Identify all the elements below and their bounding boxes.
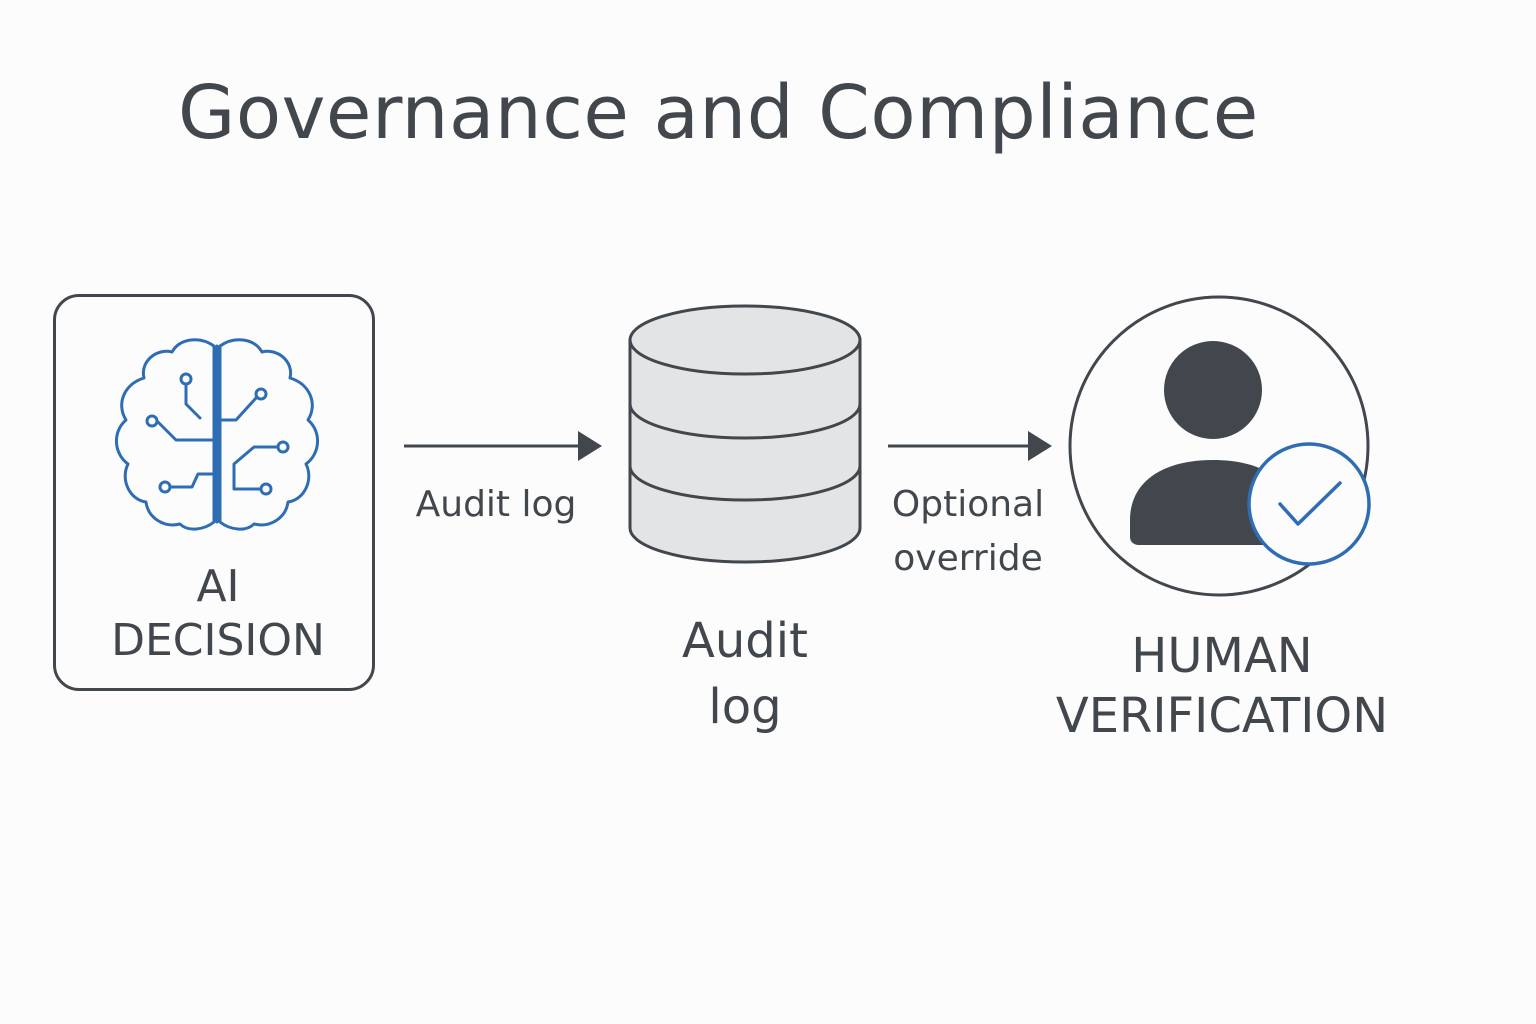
arrow-audit-to-human (888, 431, 1052, 461)
edge-label-line: Audit log (415, 484, 577, 525)
human-verification-label-line: HUMAN (1131, 628, 1313, 684)
edge-label-line: override (893, 538, 1043, 579)
edge-label-line: Optional (891, 484, 1045, 525)
diagram-title: Governance and Compliance (178, 70, 1259, 156)
ai-decision-node (53, 294, 375, 691)
ai-decision-label-line: AI (196, 561, 240, 612)
brain-circuit-icon (115, 338, 319, 531)
ai-decision-label-line: DECISION (111, 615, 325, 666)
edge-label-audit-log: Audit log (396, 478, 596, 532)
database-icon (628, 304, 862, 564)
user-check-icon (1068, 295, 1371, 597)
human-verification-label: HUMAN VERIFICATION (1030, 626, 1414, 746)
human-verification-label-line: VERIFICATION (1055, 688, 1389, 744)
edge-label-optional-override: Optional override (874, 478, 1062, 586)
audit-log-label-line: log (708, 679, 782, 735)
ai-decision-label: AI DECISION (53, 560, 383, 668)
audit-log-label-line: Audit (682, 613, 808, 669)
audit-log-label: Audit log (640, 608, 850, 740)
arrow-ai-to-audit (404, 431, 602, 461)
